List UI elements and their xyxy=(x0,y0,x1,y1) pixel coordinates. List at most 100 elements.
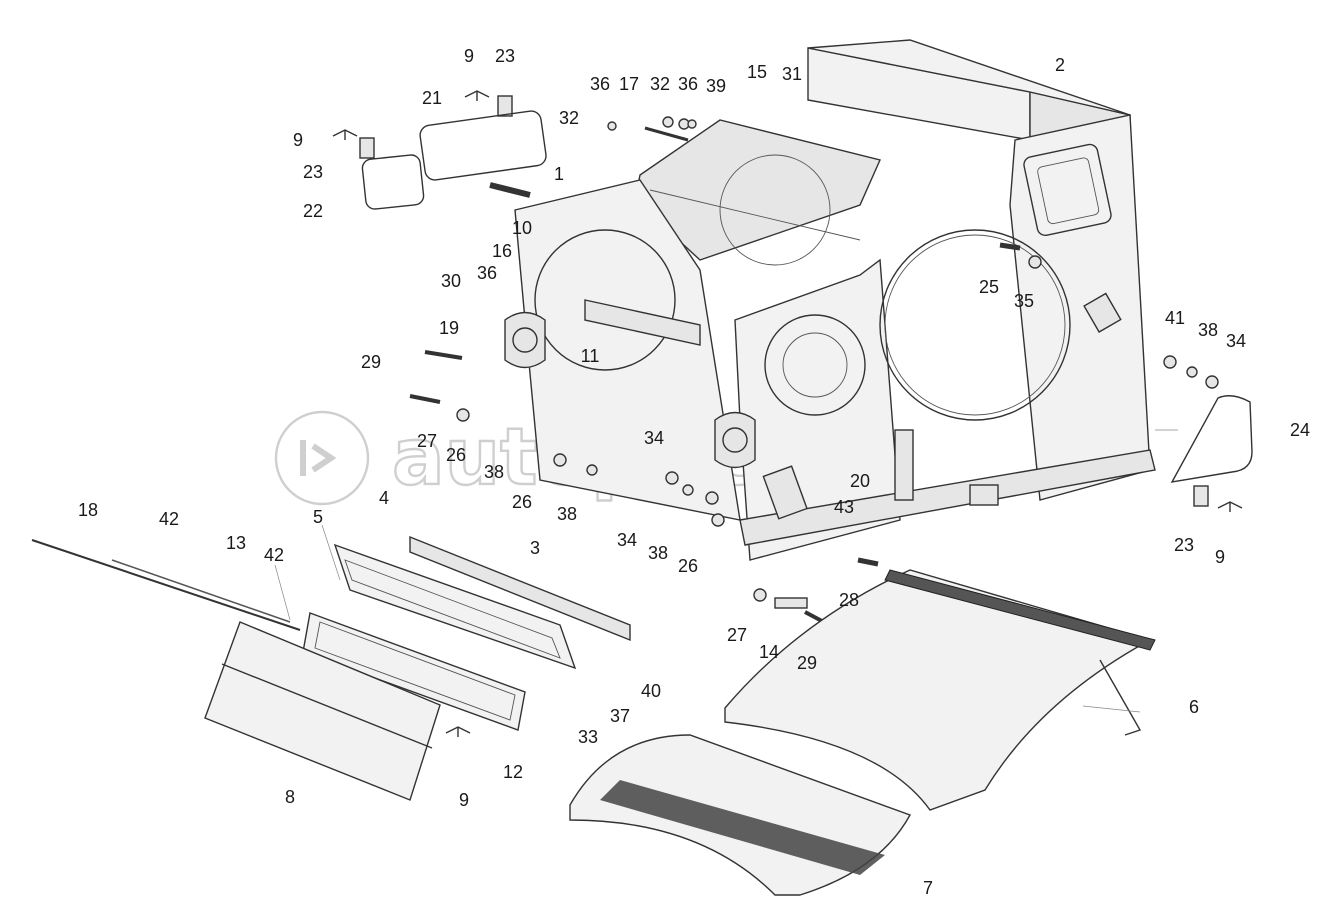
callout-18: 18 xyxy=(78,500,98,520)
plate-14 xyxy=(774,597,808,609)
callout-31: 31 xyxy=(782,64,802,84)
nut-36-left xyxy=(607,121,617,131)
callout-14: 14 xyxy=(759,642,779,662)
bracket-20 xyxy=(894,429,914,501)
wing-screw-9-top xyxy=(464,90,490,101)
callout-6: 6 xyxy=(1189,697,1199,717)
clamp-23-right xyxy=(1193,485,1209,507)
gasket-21 xyxy=(419,110,547,181)
concave-6 xyxy=(724,569,1152,811)
bearing-bracket-center-bore xyxy=(722,427,748,453)
callout-43: 43 xyxy=(834,497,854,517)
callout-1: 1 xyxy=(554,164,564,184)
cover-8 xyxy=(204,621,441,801)
bolt-29-upper xyxy=(424,350,463,360)
callout-36: 36 xyxy=(590,74,610,94)
washer-39 xyxy=(687,119,697,129)
callout-23: 23 xyxy=(495,46,515,66)
callout-2: 2 xyxy=(1055,55,1065,75)
callout-41: 41 xyxy=(1165,308,1185,328)
callout-35: 35 xyxy=(1014,291,1034,311)
strip-3 xyxy=(409,535,631,642)
callout-28: 28 xyxy=(839,590,859,610)
washer-26-left xyxy=(553,453,567,467)
gasket-24 xyxy=(1170,395,1253,483)
frame-4-inner xyxy=(344,559,561,659)
nut-32 xyxy=(662,116,674,128)
stud-17 xyxy=(644,126,689,142)
callout-24: 24 xyxy=(1290,420,1310,440)
frame-5-inner xyxy=(314,621,516,721)
nut-34-center xyxy=(665,471,679,485)
callout-29: 29 xyxy=(361,352,381,372)
callout-3: 3 xyxy=(530,538,540,558)
callout-38: 38 xyxy=(557,504,577,524)
nut-34-right xyxy=(1205,375,1219,389)
hardware xyxy=(332,90,1243,737)
callout-23: 23 xyxy=(303,162,323,182)
callout-42: 42 xyxy=(159,509,179,529)
housing-rear-opening xyxy=(719,154,831,266)
callout-34: 34 xyxy=(1226,331,1246,351)
housing-base-rail xyxy=(739,449,1156,546)
callout-9: 9 xyxy=(464,46,474,66)
washer-26-center xyxy=(705,491,719,505)
callout-37: 37 xyxy=(610,706,630,726)
callout-32: 32 xyxy=(559,108,579,128)
callout-9: 9 xyxy=(293,130,303,150)
housing-right-side-plate xyxy=(1009,114,1151,501)
leader-6 xyxy=(1082,705,1141,713)
lower-components xyxy=(31,535,1156,896)
callout-39: 39 xyxy=(706,76,726,96)
callout-29: 29 xyxy=(797,653,817,673)
pin-1 xyxy=(489,182,531,198)
clamp-23-left xyxy=(359,137,375,159)
callout-26: 26 xyxy=(678,556,698,576)
grate-7-slats xyxy=(600,780,885,875)
washer-38-center xyxy=(682,484,694,496)
callout-25: 25 xyxy=(979,277,999,297)
callout-30: 30 xyxy=(441,271,461,291)
wing-screw-9-bottom xyxy=(445,726,471,737)
housing-inspection-window xyxy=(1023,143,1112,237)
leader-42 xyxy=(274,564,291,621)
callout-40: 40 xyxy=(641,681,661,701)
callout-34: 34 xyxy=(644,428,664,448)
callout-36: 36 xyxy=(678,74,698,94)
washer-26-lower xyxy=(711,513,725,527)
gaskets xyxy=(361,110,1253,483)
callout-27: 27 xyxy=(727,625,747,645)
callout-42: 42 xyxy=(264,545,284,565)
bearing-bracket-30-bore xyxy=(512,327,538,353)
watermark-logo-glyph xyxy=(300,440,337,476)
callout-16: 16 xyxy=(492,241,512,261)
bracket-lower-right xyxy=(969,484,999,506)
housing-right-drum-opening-inner xyxy=(884,234,1066,416)
callout-17: 17 xyxy=(619,74,639,94)
bolt-left xyxy=(409,394,441,404)
washer-27 xyxy=(456,408,470,422)
pin-28 xyxy=(857,557,879,567)
washer-38-right xyxy=(1186,366,1198,378)
leader-lines xyxy=(274,429,1178,713)
cover-8-fold xyxy=(221,663,433,749)
callout-19: 19 xyxy=(439,318,459,338)
crossbar-11 xyxy=(584,299,701,346)
callout-5: 5 xyxy=(313,507,323,527)
wing-screw-9-right xyxy=(1217,501,1243,512)
callout-7: 7 xyxy=(923,878,933,898)
washer-38-left xyxy=(586,464,598,476)
callout-22: 22 xyxy=(303,201,323,221)
callout-32: 32 xyxy=(650,74,670,94)
callout-9: 9 xyxy=(1215,547,1225,567)
nut-35 xyxy=(1028,255,1042,269)
gasket-22 xyxy=(361,154,425,210)
callout-38: 38 xyxy=(1198,320,1218,340)
bearing-bracket-30 xyxy=(504,311,546,369)
callout-26: 26 xyxy=(512,492,532,512)
callout-33: 33 xyxy=(578,727,598,747)
bracket-right-upper xyxy=(1083,292,1122,333)
